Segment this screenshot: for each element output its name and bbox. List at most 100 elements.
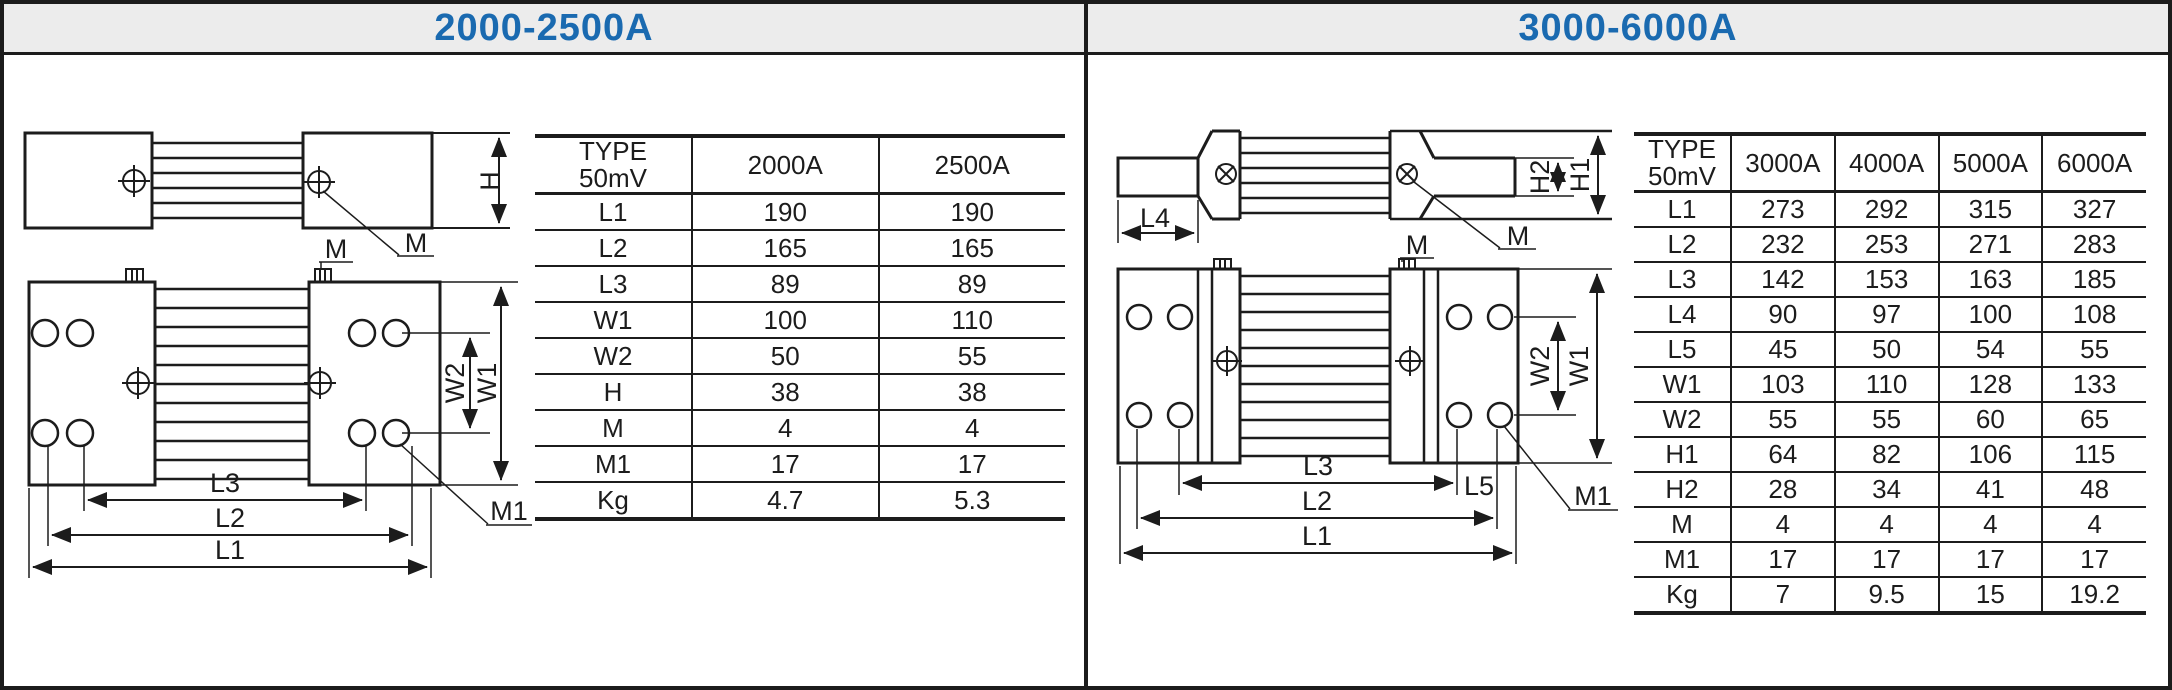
resistance-strips-top [1240, 274, 1390, 458]
cell-value: 190 [691, 193, 879, 231]
sense-screw-tab [1213, 258, 1416, 270]
cell-value: 55 [1833, 402, 1939, 438]
cell-value: 142 [1730, 262, 1835, 298]
side-view [1116, 129, 1612, 250]
cell-value: 50 [1833, 332, 1939, 368]
dim-label-w1: W1 [1564, 346, 1594, 387]
row-label: L4 [1634, 297, 1731, 333]
dim-label-m-side: M [405, 228, 428, 258]
dim-label-l3: L3 [210, 468, 240, 498]
sense-screw-tab [125, 268, 332, 283]
top-view [1116, 257, 1618, 564]
dimension-labels: L4 H2 H1 M M W2 W1 L3 L5 L2 L1 M1 [1140, 158, 1612, 551]
col-header-type: TYPE 50mV [1634, 134, 1731, 193]
row-label: Kg [597, 484, 629, 515]
cell-value: 17 [877, 446, 1065, 483]
cell-value: 110 [1833, 367, 1939, 403]
row-label: W1 [1634, 367, 1731, 403]
terminal-screw-icon [1215, 163, 1418, 185]
cell-value: 5.3 [877, 482, 1065, 519]
dim-label-h2: H2 [1525, 160, 1555, 195]
cell-value: 103 [1730, 367, 1835, 403]
cell-value: 64 [1730, 437, 1835, 473]
cell-value: 108 [2041, 297, 2146, 333]
shunt-drawing-3000-6000: L4 H2 H1 M M W2 W1 L3 L5 L2 L1 M1 [1116, 129, 1618, 564]
cell-value: 4 [1937, 507, 2043, 543]
dim-label-h: H [475, 171, 505, 191]
col-header-rating: 4000A [1833, 134, 1939, 193]
cell-value: 165 [877, 230, 1065, 267]
dim-label-w2: W2 [1525, 346, 1555, 387]
cell-value: 15 [1937, 577, 2043, 613]
cell-value: 17 [1730, 542, 1835, 578]
terminal-screw-icon [118, 165, 335, 198]
cell-value: 185 [2041, 262, 2146, 298]
terminal-screw-icon [122, 367, 336, 399]
cell-value: 100 [1937, 297, 2043, 333]
cell-value: 38 [691, 374, 879, 411]
cell-value: 34 [1833, 472, 1939, 508]
cell-value: 89 [691, 266, 879, 303]
cell-value: 106 [1937, 437, 2043, 473]
dim-label-l1: L1 [1302, 521, 1332, 551]
resistance-strips-side [152, 141, 303, 220]
dim-label-w2: W2 [440, 363, 470, 404]
top-view [27, 261, 532, 578]
cell-value: 4 [1833, 507, 1939, 543]
panel-right: L4 H2 H1 M M W2 W1 L3 L5 L2 L1 M1 TYPE 5… [1088, 55, 2168, 686]
cell-value: 4 [691, 410, 879, 447]
cell-value: 28 [1730, 472, 1835, 508]
row-label: L2 [535, 230, 692, 267]
cell-value: 4 [1730, 507, 1835, 543]
row-label: M1 [1634, 542, 1731, 578]
header-cell-right: 3000-6000A [1088, 4, 2168, 52]
row-label: W2 [1634, 402, 1731, 438]
row-label: L1 [535, 193, 692, 231]
col-header-type: TYPE 50mV [535, 136, 692, 195]
col-header-rating: 2500A [877, 136, 1065, 195]
cell-value: 100 [691, 302, 879, 339]
cell-value: 271 [1937, 227, 2043, 263]
cell-value: 65 [2041, 402, 2146, 438]
cell-value: 128 [1937, 367, 2043, 403]
col-header-rating: 2000A [691, 136, 879, 195]
dim-label-l4: L4 [1140, 203, 1170, 233]
cell-value: 4 [2041, 507, 2146, 543]
dim-label-m-top: M [325, 234, 348, 264]
dim-label-l2: L2 [1302, 486, 1332, 516]
row-label: Kg [1666, 579, 1698, 609]
cell-value: 17 [2041, 542, 2146, 578]
col-header-rating: 5000A [1937, 134, 2043, 193]
dimension-labels: H M M W2 W1 L3 L2 L1 M1 [210, 171, 528, 565]
row-label: M1 [535, 446, 692, 483]
cell-value: 7 [1730, 577, 1835, 613]
row-label: L3 [535, 266, 692, 303]
cell-value: 4.7 [691, 482, 879, 519]
cell-value: 283 [2041, 227, 2146, 263]
cell-value: 327 [2041, 191, 2146, 228]
dim-label-l5: L5 [1464, 471, 1494, 501]
terminal-screw-icon [1212, 346, 1425, 376]
cell-value: 55 [877, 338, 1065, 375]
cell-value: 54 [1937, 332, 2043, 368]
cell-value: 190 [877, 193, 1065, 231]
cell-value: 41 [1937, 472, 2043, 508]
dim-label-m-top: M [1406, 230, 1429, 260]
